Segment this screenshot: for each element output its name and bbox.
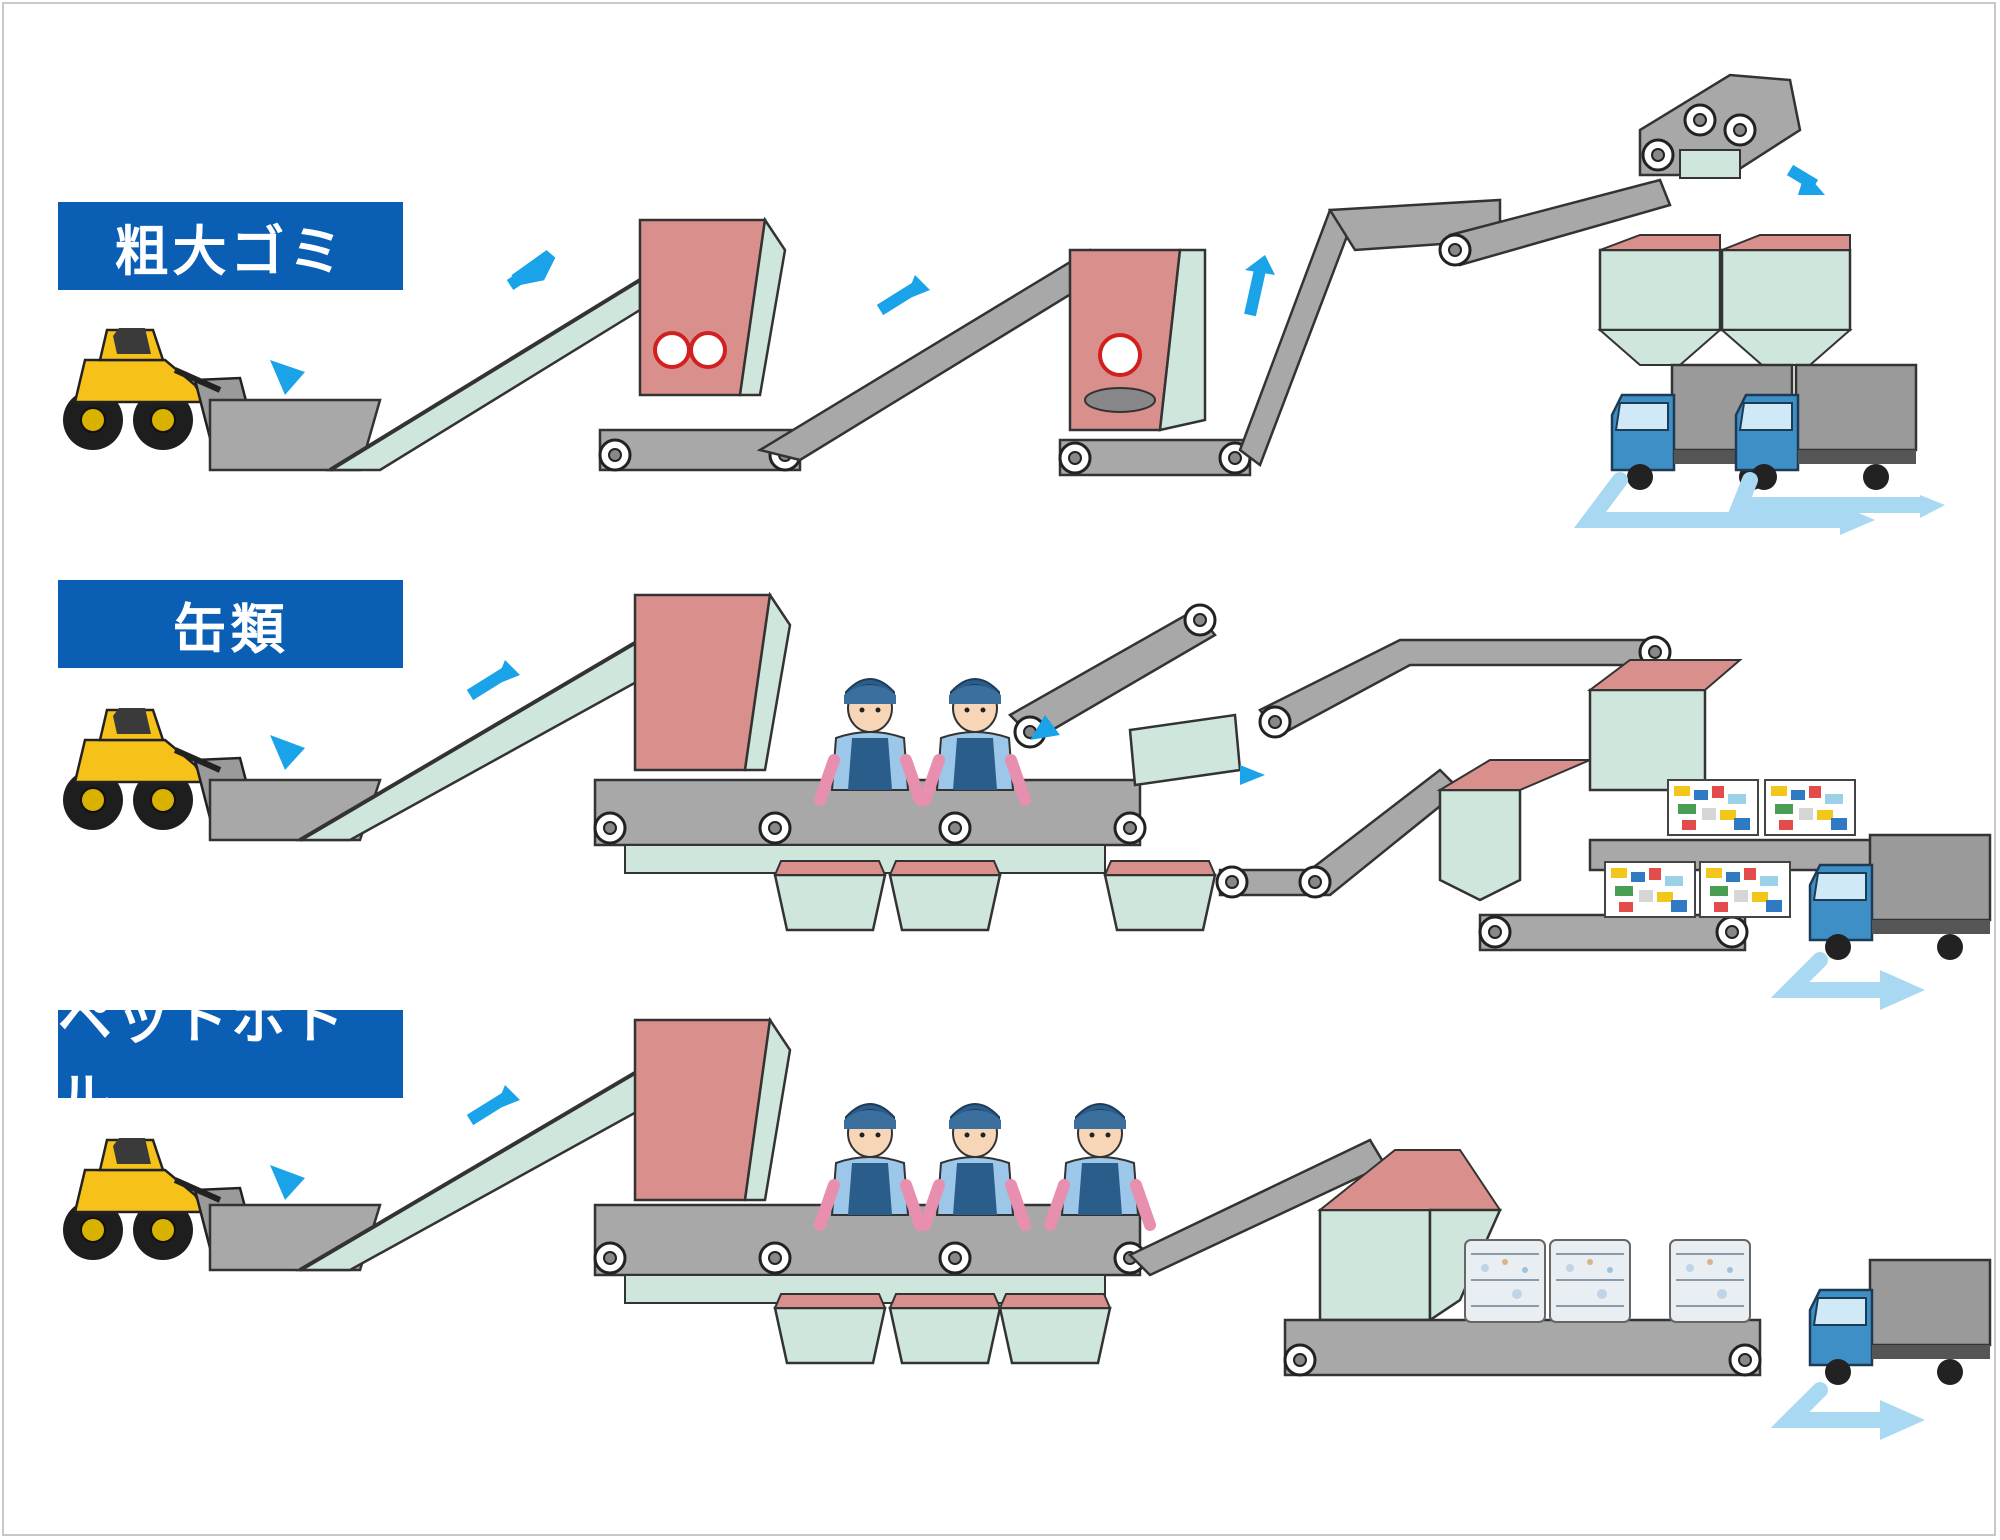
flow-arrow-icon (270, 660, 1265, 785)
worker-icon (1050, 1104, 1150, 1225)
section-pet-bottle-line (63, 1016, 1992, 1440)
truck-icon (1808, 1258, 1992, 1387)
section-label-cans: 缶類 (58, 580, 403, 668)
section-bulky-waste-line (63, 73, 1945, 535)
flow-arrow-icon (270, 164, 1825, 395)
flow-arrow-icon (270, 1085, 520, 1200)
worker-icon (820, 1104, 920, 1225)
worker-icon (925, 679, 1025, 800)
worker-icon (820, 679, 920, 800)
section-label-pet-bottles: ペットボトル (58, 988, 403, 1130)
worker-icon (925, 1104, 1025, 1225)
section-label-bulky-waste: 粗大ゴミ (58, 202, 403, 290)
section-cans-line (63, 591, 1992, 1010)
